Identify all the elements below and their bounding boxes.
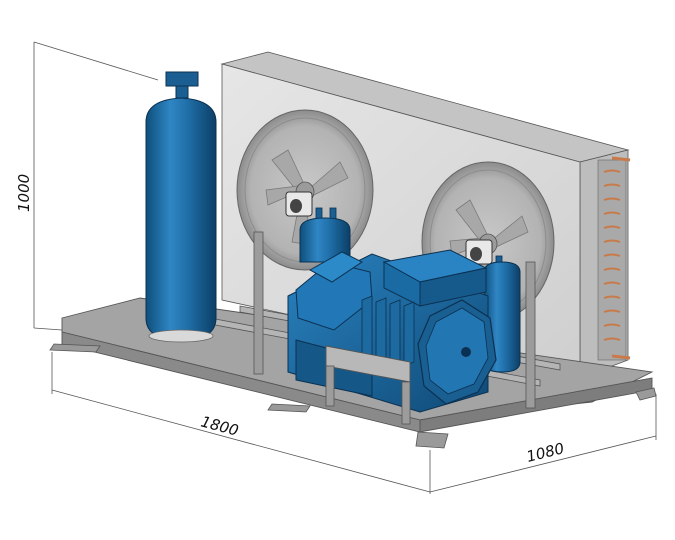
compressor-bracket — [325, 345, 411, 425]
receiver-tank — [145, 71, 217, 343]
height-label: 1000 — [15, 174, 33, 212]
fan-motor-right — [465, 239, 493, 265]
fan-motor-left — [285, 191, 313, 217]
oil-separator — [299, 207, 351, 263]
height-dimension: 1000 — [15, 41, 159, 331]
condenser-coil — [597, 156, 631, 361]
depth-label: 1080 — [525, 439, 566, 466]
